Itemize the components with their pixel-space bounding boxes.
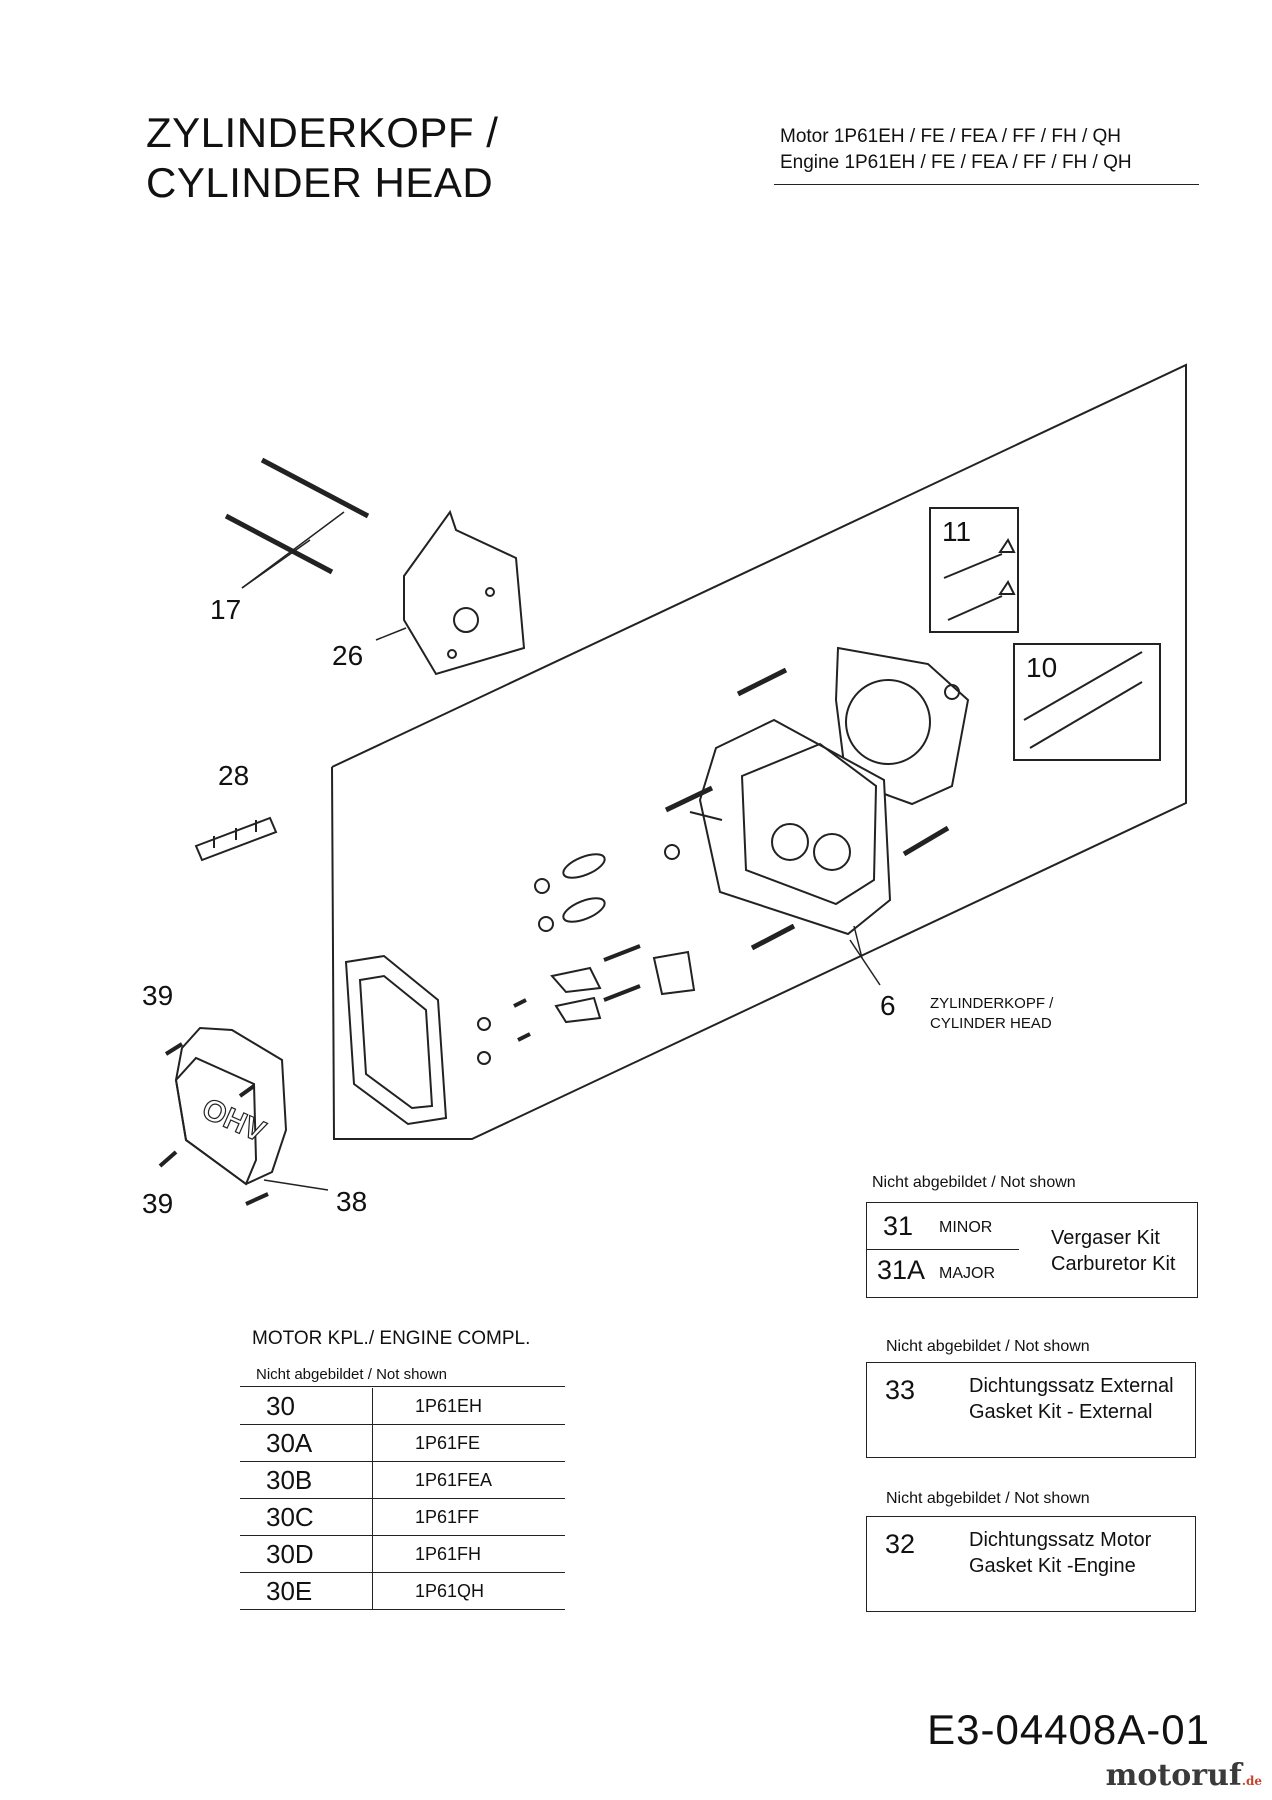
carburetor-kit-box: 31 MINOR 31A MAJOR Vergaser Kit Carburet…	[866, 1202, 1198, 1298]
table-row: 30B 1P61FEA	[240, 1461, 565, 1499]
pushrods-box-10	[1013, 643, 1161, 761]
callout-38: 38	[336, 1186, 368, 1217]
head-gasket	[834, 646, 970, 806]
engine-code: 30B	[240, 1461, 373, 1499]
callout-39-top: 39	[142, 980, 174, 1011]
gasket-engine-note: Nicht abgebildet / Not shown	[886, 1490, 1090, 1507]
callout-39-bottom: 39	[142, 1188, 174, 1219]
valve-cover-bolts-39	[158, 1042, 269, 1206]
callout-6-label-line-1: ZYLINDERKOPF /	[930, 995, 1054, 1012]
spark-plug-28	[194, 816, 278, 862]
pushrods-10	[1023, 651, 1143, 749]
carburetor-desc-line-2: Carburetor Kit	[1051, 1253, 1176, 1275]
gasket-engine-desc: Dichtungssatz Motor Gasket Kit -Engine	[969, 1527, 1151, 1579]
carburetor-row1-num: 31	[883, 1211, 914, 1241]
engine-model: 1P61FEA	[372, 1461, 565, 1499]
exploded-diagram: OHV	[158, 363, 1187, 1206]
title-line-2: CYLINDER HEAD	[146, 159, 494, 206]
deflector-plate-26	[375, 509, 526, 676]
page-title: ZYLINDERKOPF / CYLINDER HEAD	[146, 108, 498, 208]
engine-table: 30 1P61EH 30A 1P61FE 30B 1P61FEA 30C 1P6…	[240, 1388, 565, 1610]
callout-11: 11	[942, 516, 972, 547]
carburetor-row2-num: 31A	[877, 1255, 926, 1285]
head-bolts	[664, 667, 950, 951]
logo-tld: .de	[1241, 1774, 1262, 1788]
callout-28: 28	[218, 760, 250, 791]
engine-code: 30E	[240, 1572, 373, 1610]
engine-code: 30A	[240, 1424, 373, 1462]
rocker-nuts	[477, 998, 531, 1065]
engine-table-note: Nicht abgebildet / Not shown	[256, 1366, 447, 1383]
engine-model: 1P61EH	[372, 1388, 565, 1425]
engine-models-line-1: Motor 1P61EH / FE / FEA / FF / FH / QH	[780, 126, 1122, 147]
motoruf-logo: motoruf.de	[1106, 1758, 1262, 1793]
table-row: 30 1P61EH	[240, 1388, 565, 1425]
valve-cover-gasket	[344, 954, 448, 1126]
engine-models: Motor 1P61EH / FE / FEA / FF / FH / QH E…	[780, 124, 1132, 176]
rocker-arms	[550, 944, 696, 1024]
gasket-external-num: 33	[885, 1375, 916, 1405]
carburetor-note: Nicht abgebildet / Not shown	[872, 1174, 1076, 1191]
gasket-engine-desc-line-2: Gasket Kit -Engine	[969, 1555, 1136, 1577]
engine-model: 1P61FF	[372, 1498, 565, 1536]
valve-springs	[534, 844, 680, 932]
carburetor-row1-tag: MINOR	[939, 1219, 993, 1236]
engine-model: 1P61FH	[372, 1535, 565, 1573]
logo-name: motoruf	[1105, 1758, 1242, 1793]
valves-11	[943, 538, 1016, 621]
gasket-external-desc-line-1: Dichtungssatz External	[969, 1375, 1174, 1397]
gasket-external-desc-line-2: Gasket Kit - External	[969, 1401, 1153, 1423]
callout-10: 10	[1026, 652, 1058, 683]
gasket-external-note: Nicht abgebildet / Not shown	[886, 1338, 1090, 1355]
engine-table-title: MOTOR KPL./ ENGINE COMPL.	[252, 1328, 531, 1349]
callout-6-label-line-2: CYLINDER HEAD	[930, 1015, 1052, 1032]
gasket-engine-box: 32 Dichtungssatz Motor Gasket Kit -Engin…	[866, 1516, 1196, 1612]
gasket-external-box: 33 Dichtungssatz External Gasket Kit - E…	[866, 1362, 1196, 1458]
engine-model: 1P61FE	[372, 1424, 565, 1462]
gasket-engine-desc-line-1: Dichtungssatz Motor	[969, 1529, 1152, 1551]
table-row: 30C 1P61FF	[240, 1498, 565, 1536]
callout-6-label: ZYLINDERKOPF / CYLINDER HEAD	[930, 994, 1053, 1034]
header-rule	[774, 184, 1199, 185]
engine-model: 1P61QH	[372, 1572, 565, 1610]
callout-17: 17	[210, 594, 242, 625]
engine-code: 30	[240, 1388, 373, 1425]
engine-models-line-2: Engine 1P61EH / FE / FEA / FF / FH / QH	[780, 152, 1132, 173]
title-line-1: ZYLINDERKOPF /	[146, 109, 499, 156]
callout-26: 26	[332, 640, 364, 671]
document-id: E3-04408A-01	[927, 1706, 1210, 1753]
carburetor-desc: Vergaser Kit Carburetor Kit	[1051, 1225, 1176, 1277]
carburetor-row2-tag: MAJOR	[939, 1265, 995, 1282]
gasket-engine-num: 32	[885, 1529, 916, 1559]
table-row: 30E 1P61QH	[240, 1572, 565, 1610]
carburetor-desc-line-1: Vergaser Kit	[1051, 1227, 1160, 1249]
gasket-external-desc: Dichtungssatz External Gasket Kit - Exte…	[969, 1373, 1174, 1425]
engine-code: 30C	[240, 1498, 373, 1536]
valves-box-11	[929, 507, 1019, 633]
callout-6: 6	[880, 990, 896, 1021]
table-row: 30D 1P61FH	[240, 1535, 565, 1573]
table-row: 30A 1P61FE	[240, 1424, 565, 1462]
engine-table-top-rule	[240, 1386, 565, 1387]
valve-cover-38	[174, 1026, 329, 1191]
cylinder-head-6	[689, 718, 892, 986]
head-stud-17	[224, 457, 370, 589]
engine-code: 30D	[240, 1535, 373, 1573]
carburetor-divider	[867, 1249, 1019, 1250]
assembly-frame	[331, 363, 1187, 1140]
